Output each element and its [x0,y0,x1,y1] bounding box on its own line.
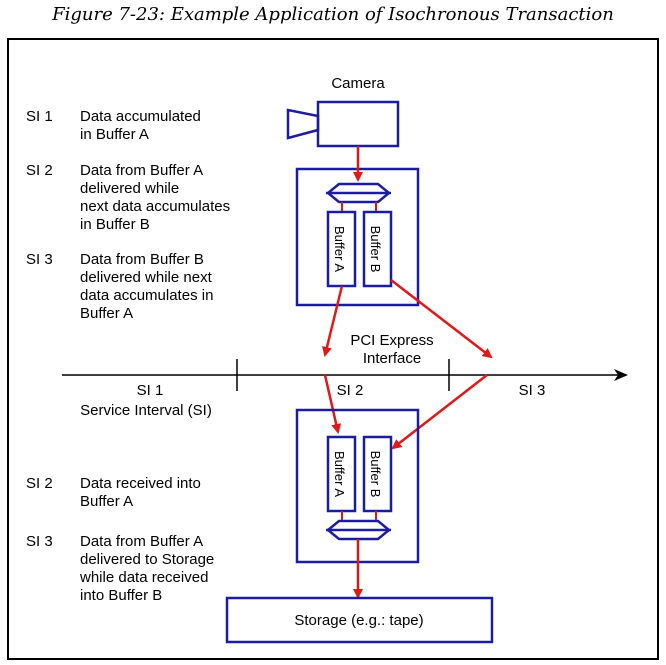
sink-buffer-b-label: Buffer B [368,451,383,498]
svg-text:while data received: while data received [79,569,208,586]
interface-label-line1: PCI Express [350,332,433,349]
timeline-si1: SI 1 [137,382,164,399]
svg-text:SI 2: SI 2 [26,162,53,179]
interface-to-sink-buffer-b-arrow [391,374,488,450]
svg-text:into Buffer B: into Buffer B [80,587,162,604]
svg-text:delivered while: delivered while [80,180,179,197]
svg-text:Data from Buffer A: Data from Buffer A [80,162,203,179]
figure-caption: Figure 7-23: Example Application of Isoc… [52,4,614,25]
svg-text:in Buffer B: in Buffer B [80,216,150,233]
source-step-si3: SI 3 Data from Buffer B delivered while … [26,251,213,322]
storage-label: Storage (e.g.: tape) [294,612,423,629]
diagram-frame [7,38,659,660]
svg-text:data accumulates in: data accumulates in [80,287,213,304]
svg-text:Data received into: Data received into [80,475,201,492]
sink-buffer-a-label: Buffer A [332,451,347,497]
svg-text:delivered to Storage: delivered to Storage [80,551,214,568]
sink-buffer-b [362,435,393,513]
timeline-service-interval: Service Interval (SI) [80,402,212,419]
svg-text:Data accumulated: Data accumulated [80,108,201,125]
buffer-a-to-interface-arrow [322,285,344,357]
timeline-si2: SI 2 [337,382,364,399]
source-device-box [295,167,420,307]
sink-step-si2: SI 2 Data received into Buffer A [26,475,201,510]
source-step-si2: SI 2 Data from Buffer A delivered while … [26,162,230,233]
svg-text:SI 1: SI 1 [26,108,53,125]
svg-text:in Buffer A: in Buffer A [80,126,149,143]
svg-text:Data from Buffer A: Data from Buffer A [80,533,203,550]
svg-text:Buffer A: Buffer A [80,493,133,510]
source-step-si1: SI 1 Data accumulated in Buffer A [26,108,201,143]
source-buffer-b-label: Buffer B [368,226,383,273]
camera-label: Camera [331,75,385,92]
svg-text:delivered while next: delivered while next [80,269,213,286]
svg-text:Buffer A: Buffer A [80,305,133,322]
interface-label-line2: Interface [363,350,421,367]
timeline-si3: SI 3 [519,382,546,399]
svg-text:SI 2: SI 2 [26,475,53,492]
camera-body [316,100,400,148]
svg-text:SI 3: SI 3 [26,251,53,268]
svg-text:next data accumulates: next data accumulates [80,198,230,215]
svg-text:Data from Buffer B: Data from Buffer B [80,251,204,268]
buffer-b-to-interface-arrow [390,279,493,359]
interface-to-sink-buffer-a-arrow [323,374,342,434]
sink-step-si3: SI 3 Data from Buffer A delivered to Sto… [26,533,214,604]
storage-box [225,596,494,644]
svg-text:SI 3: SI 3 [26,533,53,550]
source-buffer-a-label: Buffer A [332,226,347,272]
source-buffer-b [362,210,393,288]
camera-lens-icon [286,108,320,140]
